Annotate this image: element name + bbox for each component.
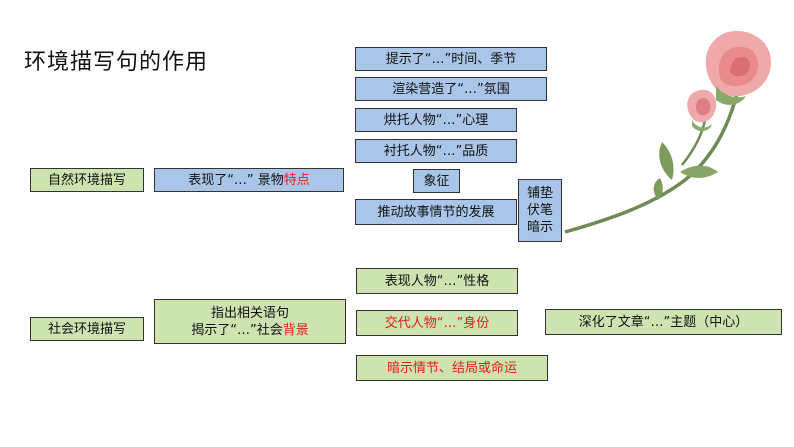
social-environment-label: 社会环境描写	[30, 317, 144, 341]
social-middle-box: 指出相关语句 揭示了“…”社会背景	[154, 299, 346, 344]
natural-environment-label-text: 自然环境描写	[47, 172, 126, 188]
natural-item-atmosphere: 渲染营造了“…”氛围	[355, 77, 547, 101]
social-middle-line1: 指出相关语句	[210, 305, 289, 321]
rose-decoration-icon	[564, 30, 771, 234]
natural-item-text: 推动故事情节的发展	[377, 204, 495, 220]
social-item-identity: 交代人物“…”身份	[356, 310, 518, 336]
natural-environment-label: 自然环境描写	[30, 168, 144, 192]
theme-text: 深化了文章“…”主题（中心）	[578, 314, 749, 330]
natural-middle-highlight: 特点	[283, 172, 310, 188]
social-item-fate: 暗示情节、结局或命运	[356, 355, 548, 381]
social-middle-line2-wrap: 揭示了“…”社会背景	[191, 322, 309, 339]
social-item-text: 暗示情节、结局或命运	[386, 360, 517, 376]
page-title: 环境描写句的作用	[24, 50, 209, 75]
natural-item-text: 渲染营造了“…”氛围	[392, 81, 510, 97]
natural-item-time-season: 提示了“…”时间、季节	[355, 47, 547, 71]
side-text-suggest: 暗示	[526, 220, 553, 235]
natural-item-plot: 推动故事情节的发展	[355, 199, 517, 225]
social-environment-label-text: 社会环境描写	[47, 321, 126, 337]
natural-item-text: 象征	[423, 173, 450, 189]
social-item-text: 表现人物“…”性格	[384, 273, 490, 289]
social-middle-line2: 揭示了“…”社会	[191, 322, 283, 338]
natural-item-text: 衬托人物“…”品质	[383, 143, 489, 159]
theme-box: 深化了文章“…”主题（中心）	[545, 309, 782, 335]
natural-middle-text: 表现了“…” 景物	[188, 172, 284, 188]
social-middle-highlight: 背景	[282, 322, 309, 338]
natural-item-symbol: 象征	[413, 169, 460, 193]
social-item-character: 表现人物“…”性格	[356, 268, 518, 294]
natural-item-quality: 衬托人物“…”品质	[355, 139, 517, 163]
natural-item-mood: 烘托人物“…”心理	[355, 108, 517, 132]
side-text-hint: 伏笔	[526, 203, 553, 218]
natural-item-text: 提示了“…”时间、季节	[385, 51, 517, 67]
natural-middle-box: 表现了“…” 景物特点	[154, 168, 344, 192]
social-item-text: 交代人物“…”身份	[384, 315, 490, 331]
side-text-foreshadow: 铺垫	[526, 186, 553, 201]
natural-item-text: 烘托人物“…”心理	[383, 112, 489, 128]
natural-side-box: 铺垫 伏笔 暗示	[518, 179, 562, 242]
